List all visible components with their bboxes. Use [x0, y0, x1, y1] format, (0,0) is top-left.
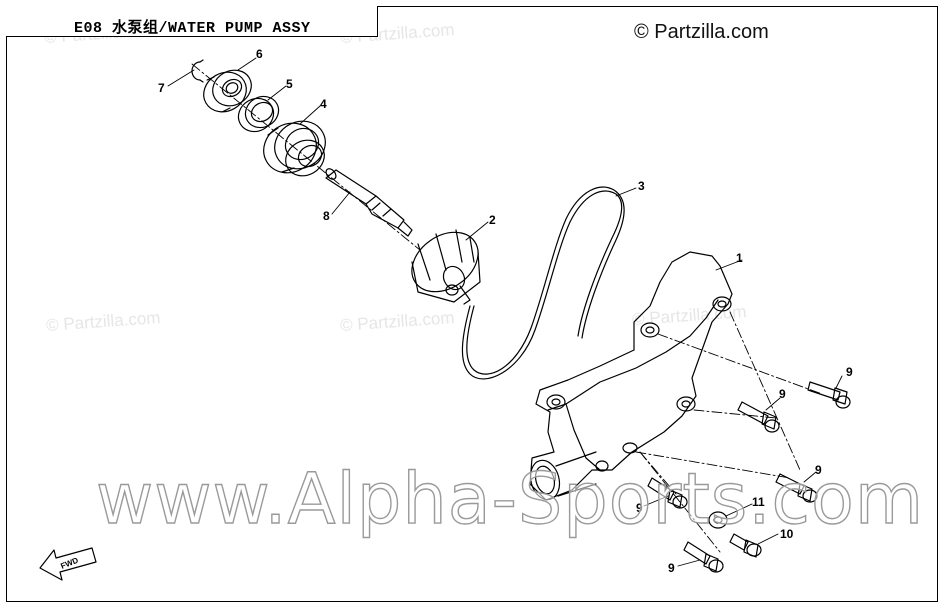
part-7-circlip[interactable] [191, 59, 204, 83]
callout-4: 4 [320, 97, 327, 111]
part-5-seal-ring[interactable] [232, 91, 284, 138]
diagram-frame [6, 6, 938, 602]
callout-8: 8 [323, 209, 330, 223]
callout-7: 7 [158, 81, 165, 95]
callout-9: 9 [668, 561, 675, 575]
callout-9: 9 [636, 501, 643, 515]
bolt-9-e[interactable] [683, 541, 724, 573]
callout-3: 3 [638, 179, 645, 193]
bolt-9-c[interactable] [775, 473, 818, 503]
callout-9: 9 [815, 463, 822, 477]
part-1-pump-cover[interactable] [526, 251, 733, 503]
alpha-sports-watermark: www.Alpha-Sports.com [95, 457, 925, 540]
part-10-bolt[interactable] [729, 533, 762, 558]
callout-10: 10 [780, 527, 794, 541]
bolt-9-d[interactable] [647, 477, 688, 509]
copyright-notice: © Partzilla.com [634, 21, 769, 43]
bolt-9-b[interactable] [737, 401, 780, 433]
callout-2: 2 [489, 213, 496, 227]
part-3-oring-gasket[interactable] [461, 186, 625, 380]
part-2-impeller[interactable] [401, 220, 490, 305]
callout-6: 6 [256, 47, 263, 61]
diagram-title: E08 水泵组/WATER PUMP ASSY [74, 20, 311, 37]
title-box: E08 水泵组/WATER PUMP ASSY [6, 6, 378, 37]
part-8-pump-shaft[interactable] [324, 167, 413, 237]
part-11-washer[interactable] [708, 511, 728, 529]
callout-11: 11 [752, 495, 765, 509]
callout-9: 9 [846, 365, 853, 379]
bolt-9-a[interactable] [807, 381, 851, 409]
fwd-label: FWD [59, 556, 79, 571]
callout-5: 5 [286, 77, 293, 91]
fwd-direction-arrow [39, 547, 97, 581]
callout-1: 1 [736, 251, 743, 265]
callout-9: 9 [779, 387, 786, 401]
part-4-mechanical-seal[interactable] [255, 112, 334, 183]
part-6-bearing[interactable] [196, 63, 257, 119]
